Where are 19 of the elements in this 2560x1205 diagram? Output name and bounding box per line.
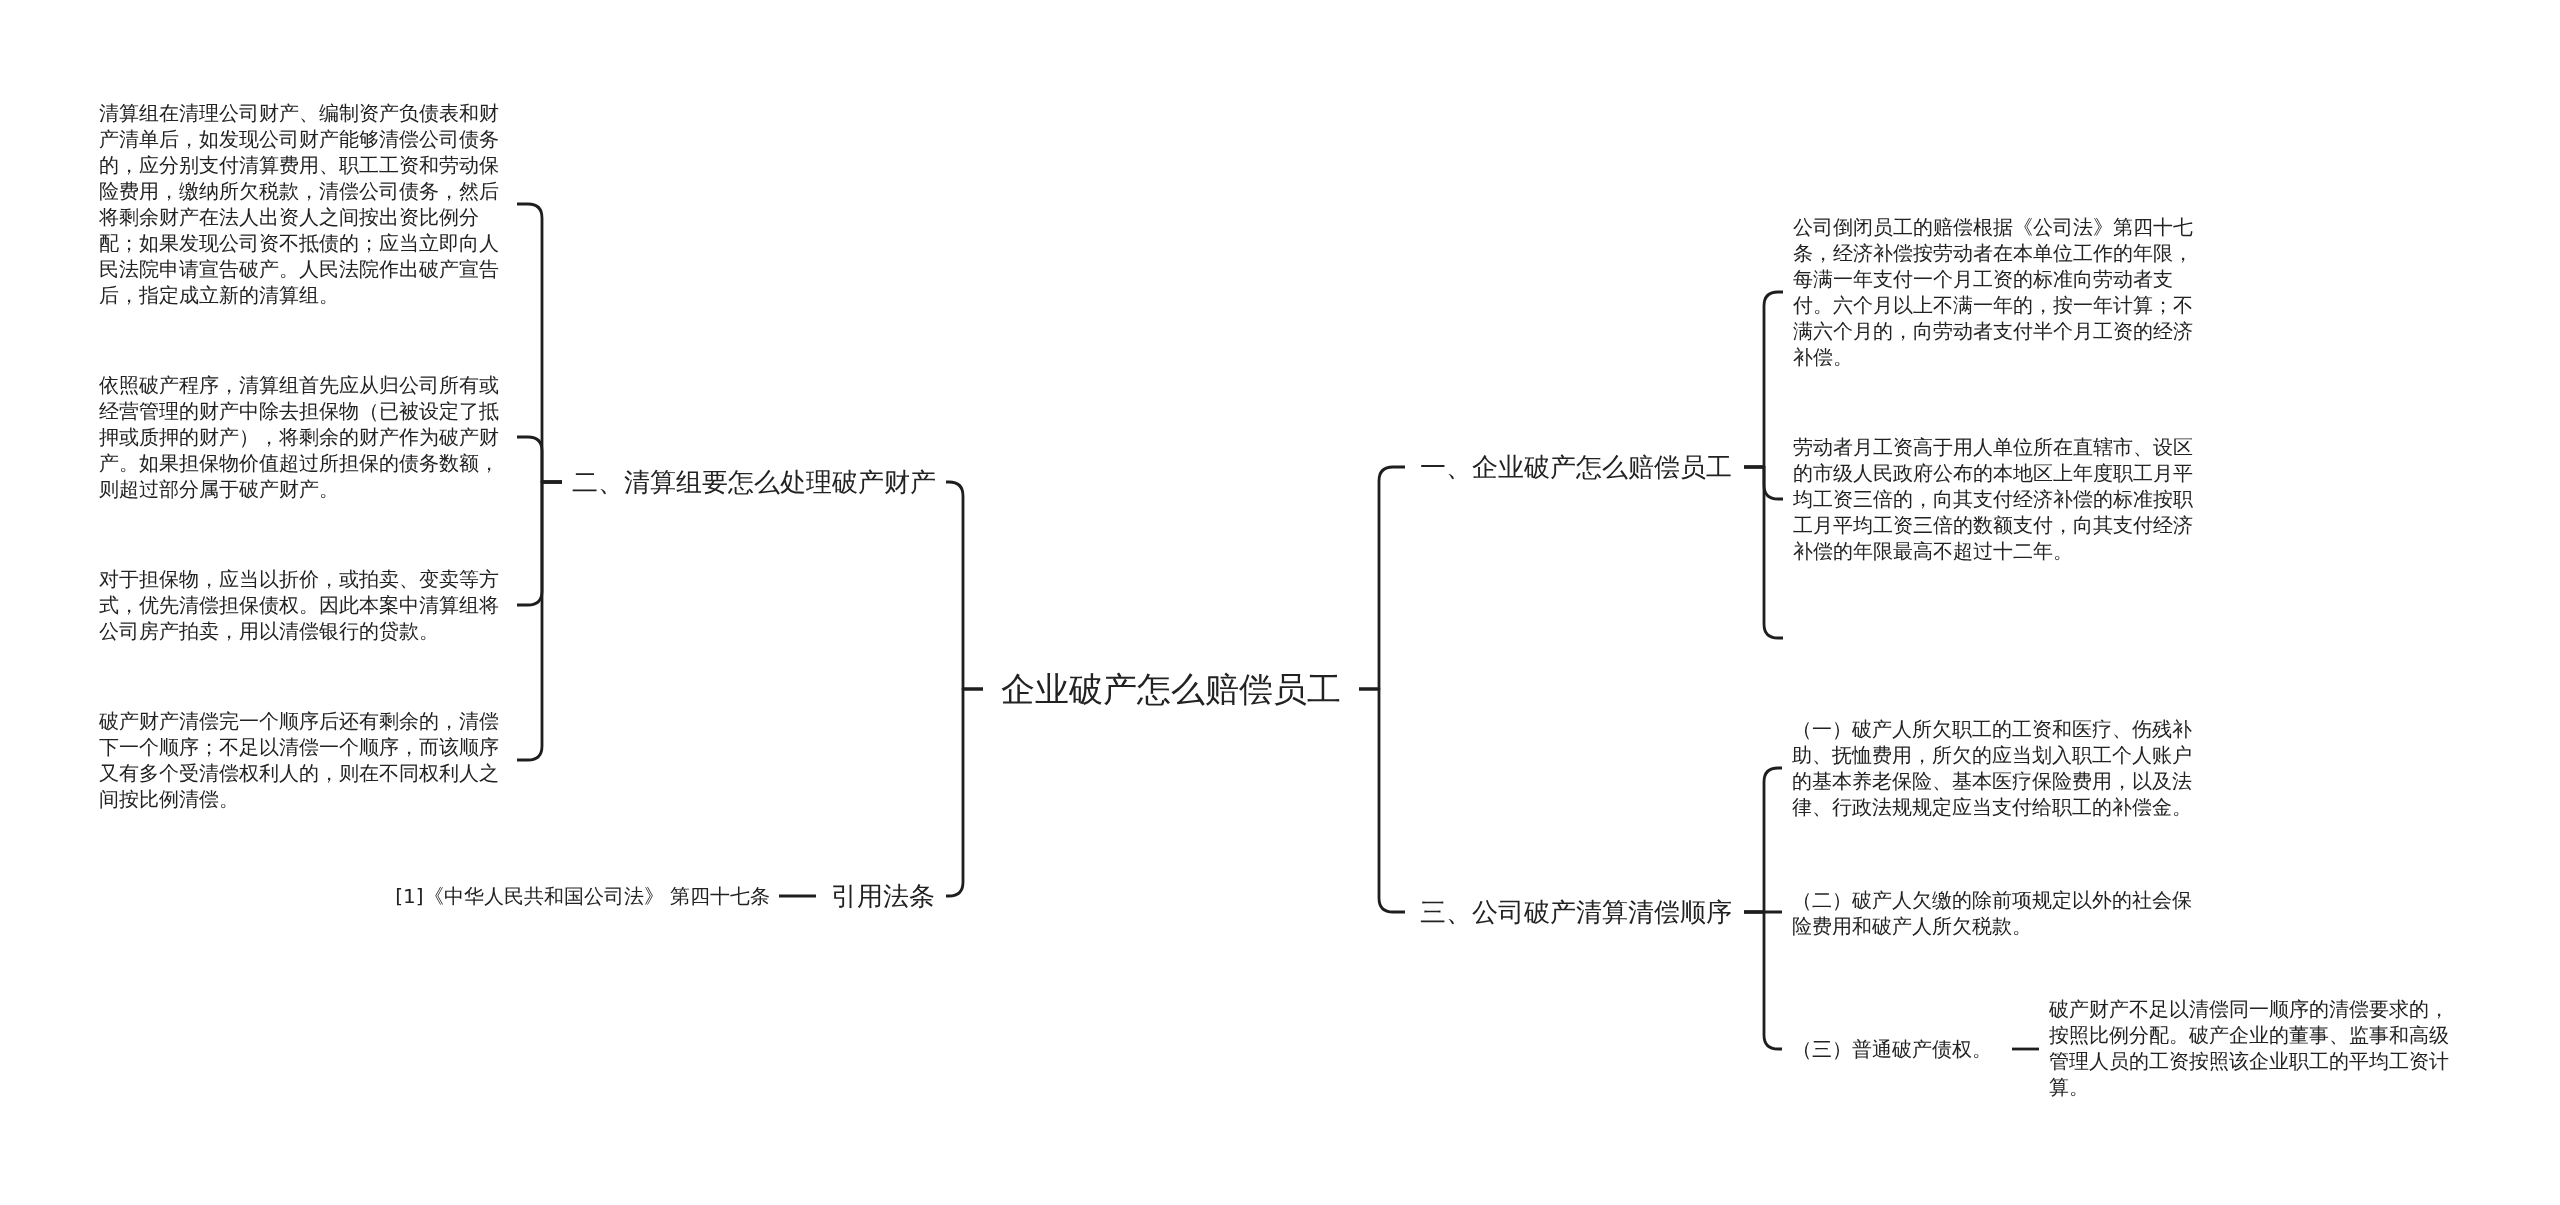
note-text: （二）破产人欠缴的除前项规定以外的社会保险费用和破产人所欠税款。 (1792, 887, 2193, 939)
note-text: 依照破产程序，清算组首先应从归公司所有或经营管理的财产中除去担保物（已被设定了抵押或质押的财产），将剩余的财产作为破产财产。如果担保物价值超过所担保的债务数额，则超过部分属于破产财产。 (99, 372, 500, 502)
note-text: 清算组在清理公司财产、编制资产负债表和财产清单后，如发现公司财产能够清偿公司债务的，应分别支付清算费用、职工工资和劳动保险费用，缴纳所欠税款，清偿公司债务，然后将剩余财产在法人出资人之间按出资比例分配；如果发现公司资不抵债的；应当立即向人民法院申请宣告破产。人民法院作出破产宣告后，指定成立新的清算组。 (99, 100, 500, 308)
note-text: 劳动者月工资高于用人单位所在直辖市、设区的市级人民政府公布的本地区上年度职工月平均工资三倍的，向其支付经济补偿的标准按职工月平均工资三倍的数额支付，向其支付经济补偿的年限最高不超过十二年。 (1793, 434, 2194, 564)
branch-topic: 引用法条 (831, 879, 935, 913)
note-text: （一）破产人所欠职工的工资和医疗、伤残补助、抚恤费用，所欠的应当划入职工个人账户的基本养老保险、基本医疗保险费用，以及法律、行政法规规定应当支付给职工的补偿金。 (1792, 716, 2193, 820)
note-text: 公司倒闭员工的赔偿根据《公司法》第四十七条，经济补偿按劳动者在本单位工作的年限，每满一年支付一个月工资的标准向劳动者支付。六个月以上不满一年的，按一年计算；不满六个月的，向劳动者支付半个月工资的经济补偿。 (1793, 214, 2194, 370)
note-text: 对于担保物，应当以折价，或拍卖、变卖等方式，优先清偿担保债权。因此本案中清算组将公司房产拍卖，用以清偿银行的贷款。 (99, 566, 500, 644)
note-text: 破产财产不足以清偿同一顺序的清偿要求的，按照比例分配。破产企业的董事、监事和高级管理人员的工资按照该企业职工的平均工资计算。 (2049, 996, 2450, 1100)
branch-topic: 二、清算组要怎么处理破产财产 (572, 465, 936, 499)
connector-line (779, 894, 816, 898)
note-text: 破产财产清偿完一个顺序后还有剩余的，清偿下一个顺序；不足以清偿一个顺序，而该顺序又有多个受清偿权利人的，则在不同权利人之间按比例清偿。 (99, 708, 500, 812)
branch-topic: 一、企业破产怎么赔偿员工 (1420, 450, 1732, 484)
branch-topic: 三、公司破产清算清偿顺序 (1420, 895, 1732, 929)
connector-line (1744, 465, 1783, 640)
citation-text: [1]《中华人民共和国公司法》 第四十七条 (395, 883, 770, 909)
connector-line (2012, 1047, 2039, 1051)
list-item-text: （三）普通破产债权。 (1792, 1036, 1992, 1062)
central-topic: 企业破产怎么赔偿员工 (1001, 667, 1341, 711)
